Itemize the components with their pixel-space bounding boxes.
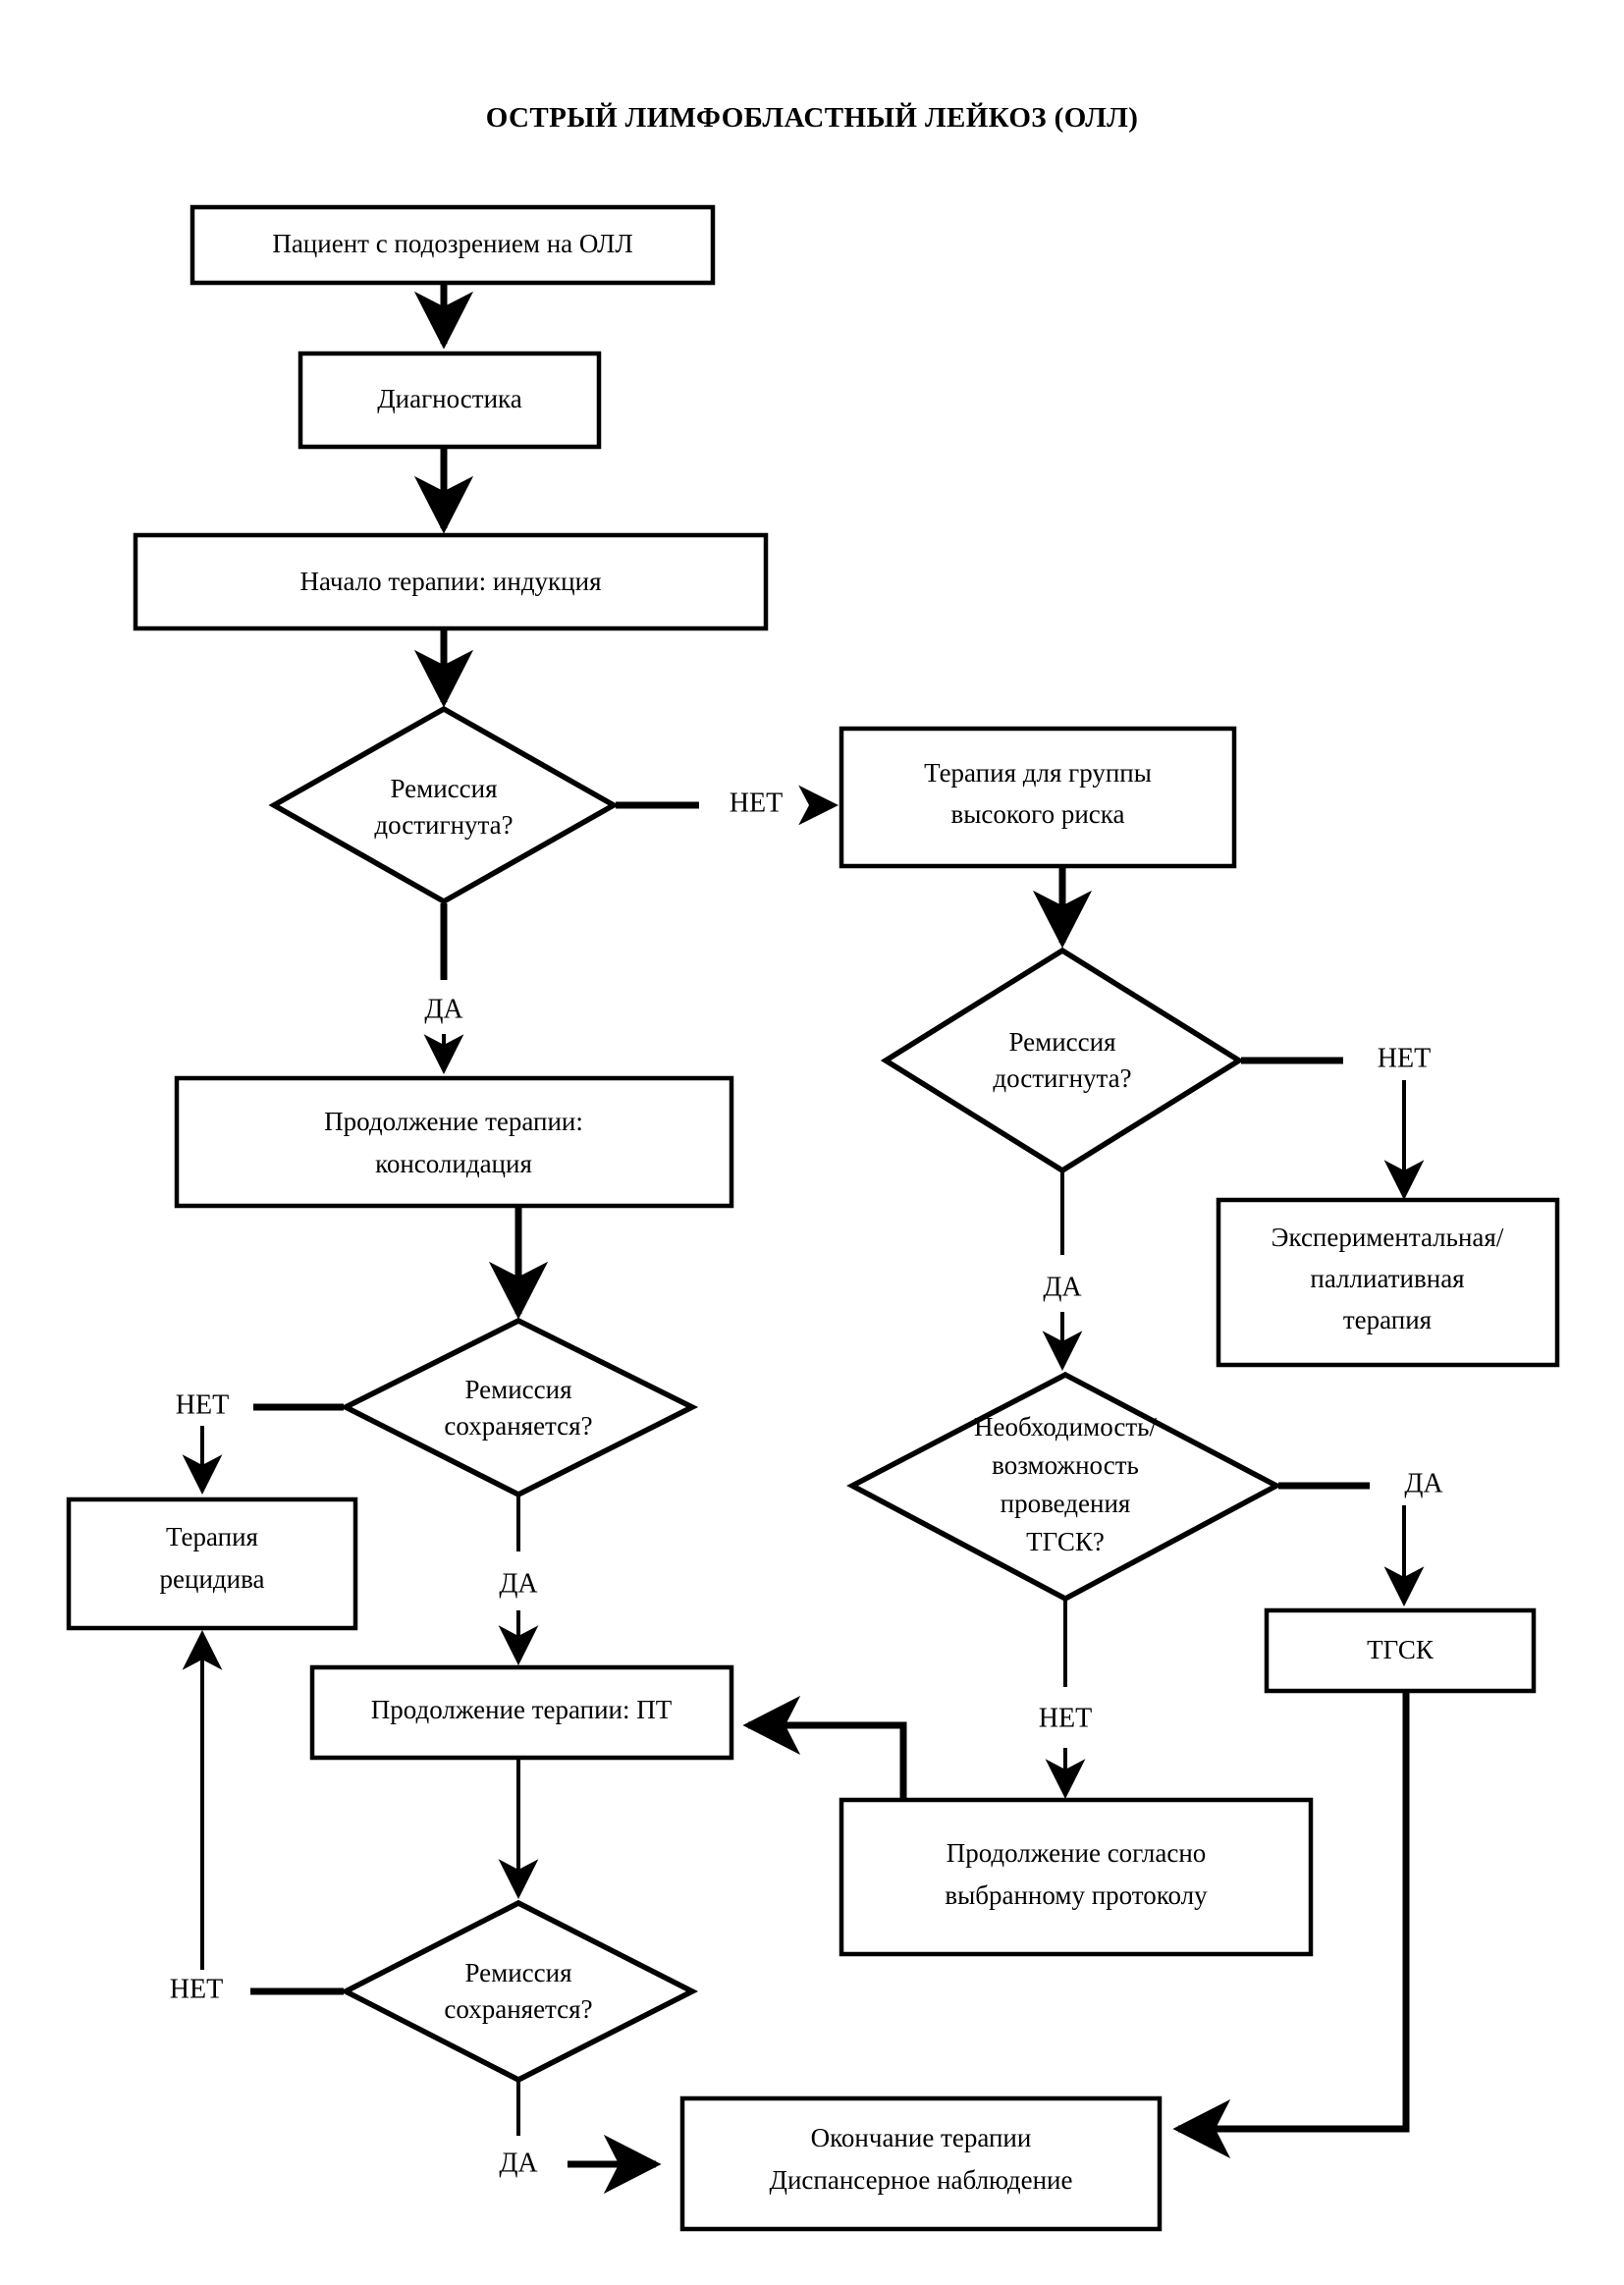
node-maintenance-label: Продолжение терапии: ПТ bbox=[371, 1695, 673, 1724]
node-remission3-line1: Ремиссия bbox=[464, 1375, 571, 1404]
edge-remission2-hsct-decision: ДА bbox=[1042, 1172, 1082, 1372]
node-diagnostics-label: Диагностика bbox=[377, 384, 521, 413]
edge-remission3-maintenance: ДА bbox=[498, 1496, 538, 1666]
edge-label-yes-3: ДА bbox=[499, 1568, 538, 1599]
node-remission1-line1: Ремиссия bbox=[390, 774, 497, 803]
node-finish-line2: Диспансерное наблюдение bbox=[770, 2165, 1073, 2195]
node-relapse-line1: Терапия bbox=[166, 1522, 258, 1551]
node-hsct-decision-line2: возможность bbox=[992, 1450, 1139, 1480]
node-highrisk[interactable]: Терапия для группы высокого риска bbox=[839, 726, 1237, 869]
edge-remission2-experimental: НЕТ bbox=[1241, 1043, 1431, 1201]
edge-protocol-maintenance bbox=[742, 1695, 907, 1800]
node-experimental-line1: Экспериментальная/ bbox=[1272, 1223, 1504, 1252]
node-remission2[interactable]: Ремиссия достигнута? bbox=[880, 947, 1245, 1174]
node-highrisk-line1: Терапия для группы bbox=[924, 758, 1152, 788]
node-highrisk-line2: высокого риска bbox=[951, 799, 1125, 829]
edge-remission4-finish: ДА bbox=[499, 2082, 662, 2195]
edge-label-no-3: НЕТ bbox=[176, 1389, 229, 1420]
node-remission3-line2: сохраняется? bbox=[444, 1411, 592, 1441]
node-hsct[interactable]: ТГСК bbox=[1264, 1607, 1537, 1694]
edge-label-yes-5: ДА bbox=[499, 2148, 538, 2178]
edge-label-yes-1: ДА bbox=[424, 994, 463, 1024]
node-remission2-line1: Ремиссия bbox=[1008, 1027, 1115, 1057]
page-title: ОСТРЫЙ ЛИМФОБЛАСТНЫЙ ЛЕЙКОЗ (ОЛЛ) bbox=[485, 102, 1139, 134]
node-experimental[interactable]: Экспериментальная/ паллиативная терапия bbox=[1216, 1197, 1560, 1368]
node-suspected-label: Пациент с подозрением на ОЛЛ bbox=[272, 229, 632, 258]
node-protocol-line1: Продолжение согласно bbox=[947, 1838, 1207, 1868]
node-hsct-decision-line1: Необходимость/ bbox=[974, 1412, 1157, 1442]
node-relapse[interactable]: Терапия рецидива bbox=[66, 1496, 358, 1631]
edge-hsct-finish bbox=[1172, 1693, 1410, 2159]
edge-remission1-highrisk: НЕТ bbox=[616, 785, 839, 826]
node-experimental-line3: терапия bbox=[1343, 1305, 1432, 1334]
node-relapse-line2: рецидива bbox=[160, 1564, 265, 1594]
node-protocol-line2: выбранному протоколу bbox=[945, 1880, 1208, 1910]
node-hsct-decision-line3: проведения bbox=[1001, 1489, 1131, 1518]
node-suspected[interactable]: Пациент с подозрением на ОЛЛ bbox=[189, 204, 716, 286]
node-remission2-line2: достигнута? bbox=[993, 1063, 1131, 1093]
edge-label-no-1: НЕТ bbox=[730, 788, 783, 818]
node-finish[interactable]: Окончание терапии Диспансерное наблюдени… bbox=[679, 2095, 1163, 2232]
node-hsct-label: ТГСК bbox=[1367, 1635, 1435, 1664]
node-remission4-line1: Ремиссия bbox=[464, 1958, 571, 1987]
edge-remission4-relapse: НЕТ bbox=[170, 1629, 344, 2004]
node-hsct-decision-line4: ТГСК? bbox=[1026, 1527, 1105, 1556]
edge-label-yes-2: ДА bbox=[1043, 1272, 1082, 1302]
node-remission3[interactable]: Ремиссия сохраняется? bbox=[339, 1317, 699, 1498]
edge-remission3-relapse: НЕТ bbox=[176, 1389, 344, 1496]
node-hsct-decision[interactable]: Необходимость/ возможность проведения ТГ… bbox=[846, 1371, 1282, 1603]
node-remission4[interactable]: Ремиссия сохраняется? bbox=[339, 1899, 699, 2084]
edge-hsct-decision-protocol: НЕТ bbox=[1039, 1601, 1092, 1800]
node-diagnostics[interactable]: Диагностика bbox=[298, 351, 602, 450]
node-protocol[interactable]: Продолжение согласно выбранному протокол… bbox=[839, 1797, 1314, 1957]
node-consolidation-line1: Продолжение терапии: bbox=[324, 1107, 583, 1136]
node-remission1[interactable]: Ремиссия достигнута? bbox=[268, 705, 620, 905]
node-remission1-line2: достигнута? bbox=[374, 810, 513, 840]
edge-label-no-4: НЕТ bbox=[1039, 1703, 1092, 1733]
node-maintenance[interactable]: Продолжение терапии: ПТ bbox=[309, 1664, 734, 1761]
node-consolidation[interactable]: Продолжение терапии: консолидация bbox=[174, 1075, 734, 1209]
edge-label-yes-4: ДА bbox=[1404, 1468, 1443, 1498]
edge-label-no-2: НЕТ bbox=[1378, 1043, 1431, 1073]
edge-hsct-decision-hsct: ДА bbox=[1278, 1468, 1443, 1607]
node-induction-label: Начало терапии: индукция bbox=[299, 567, 601, 596]
edge-label-no-5: НЕТ bbox=[170, 1974, 223, 2004]
node-finish-line1: Окончание терапии bbox=[811, 2123, 1032, 2152]
edge-remission1-consolidation: ДА bbox=[423, 903, 463, 1075]
node-experimental-line2: паллиативная bbox=[1310, 1264, 1464, 1293]
node-remission4-line2: сохраняется? bbox=[444, 1994, 592, 2024]
node-consolidation-line2: консолидация bbox=[375, 1149, 532, 1178]
node-induction[interactable]: Начало терапии: индукция bbox=[133, 532, 769, 631]
